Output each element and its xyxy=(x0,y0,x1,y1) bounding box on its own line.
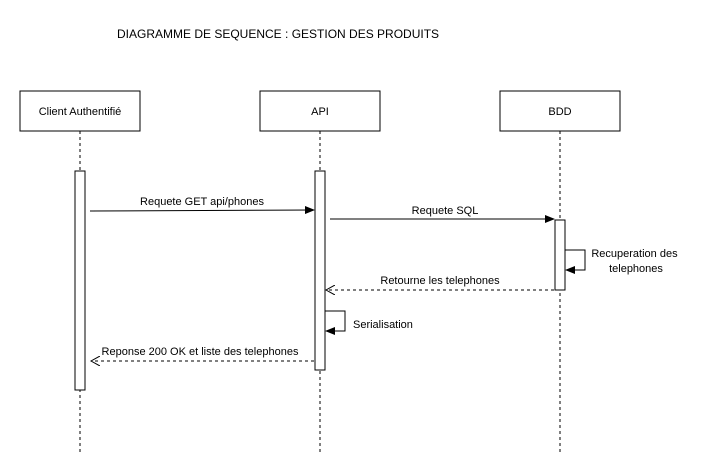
participant-label-api: API xyxy=(311,106,329,118)
message-requete-get: Requete GET api/phones xyxy=(89,196,315,215)
participant-box xyxy=(499,90,621,132)
message-label: Requete SQL xyxy=(412,205,479,217)
message-label-line-2: telephones xyxy=(609,263,663,275)
participant-client: Client Authentifié xyxy=(19,90,141,132)
self-call-arrow xyxy=(565,249,586,274)
message-label: Retourne les telephones xyxy=(380,275,500,287)
message-reponse: Reponse 200 OK et liste des telephones xyxy=(91,346,314,361)
message-recuperation: Recuperation des telephones xyxy=(565,248,680,275)
participant-label-client: Client Authentifié xyxy=(39,106,122,118)
message-arrow xyxy=(89,206,315,215)
message-retourne: Retourne les telephones xyxy=(326,275,554,290)
message-label: Requete GET api/phones xyxy=(140,196,264,208)
message-serialisation: Serialisation xyxy=(325,310,413,335)
activation-client xyxy=(74,170,86,391)
message-label: Recuperation des telephones xyxy=(591,248,680,275)
participant-label-bdd: BDD xyxy=(548,106,571,118)
message-label: Serialisation xyxy=(353,319,413,331)
diagram-title: DIAGRAMME DE SEQUENCE : GESTION DES PROD… xyxy=(117,27,439,41)
message-requete-sql: Requete SQL xyxy=(330,205,555,223)
participant-bdd: BDD xyxy=(499,90,621,132)
activation-bdd xyxy=(554,219,566,291)
message-label-line-1: Recuperation des xyxy=(591,248,678,260)
activation-api xyxy=(314,170,326,371)
participant-box xyxy=(259,90,381,132)
participant-api: API xyxy=(259,90,381,132)
message-label: Reponse 200 OK et liste des telephones xyxy=(102,346,299,358)
participant-box xyxy=(19,90,141,132)
self-call-arrow xyxy=(325,310,346,335)
